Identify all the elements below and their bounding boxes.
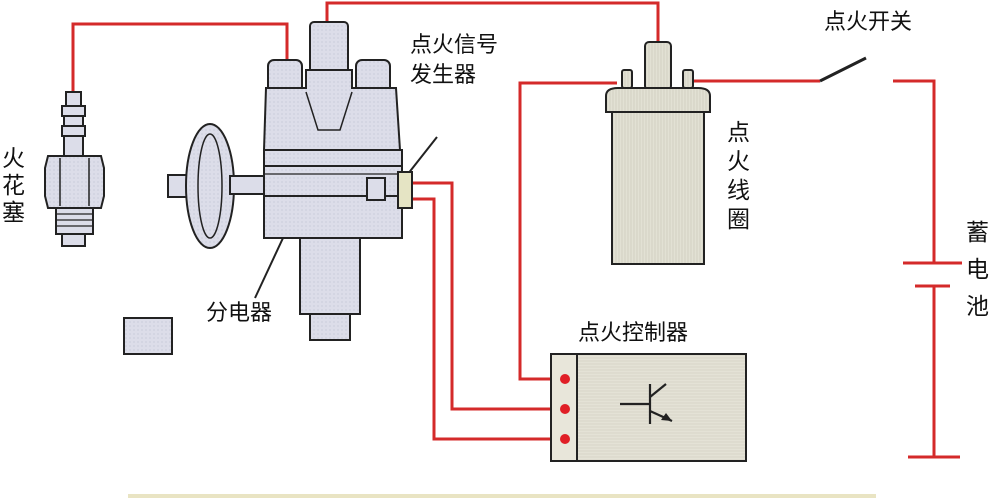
ignition-coil-label-char: 线 xyxy=(727,178,750,204)
battery-label-char: 电 xyxy=(966,257,989,283)
spark-plug-label-char: 火 xyxy=(2,146,25,172)
distributor-label: 分电器 xyxy=(206,301,272,326)
ignition-coil-label-char: 圈 xyxy=(727,207,750,233)
spark-plug xyxy=(44,91,105,247)
signal-generator-label-line: 点火信号 xyxy=(410,33,498,58)
ignition-coil xyxy=(605,41,711,265)
ignition-controller xyxy=(550,353,747,462)
detached-component-block xyxy=(123,317,173,355)
signal-wire-lower xyxy=(412,197,562,441)
distributor xyxy=(167,21,413,341)
signal-generator-label-line: 发生器 xyxy=(410,63,476,88)
controller-terminal-1 xyxy=(560,374,570,384)
controller-terminal-3 xyxy=(560,434,570,444)
controller-terminal-2 xyxy=(560,404,570,414)
transistor-symbol xyxy=(620,383,673,424)
signal-wire-upper xyxy=(412,181,562,411)
ignition-controller-label: 点火控制器 xyxy=(578,321,688,346)
spark-plug-label: 火 花 塞 xyxy=(2,146,25,226)
spark-plug-label-char: 塞 xyxy=(2,200,25,226)
signal-generator-label: 点火信号 发生器 xyxy=(410,33,498,88)
battery-label-char: 池 xyxy=(966,294,989,320)
ignition-coil-label-char: 火 xyxy=(727,149,750,175)
switch-to-battery-wire xyxy=(893,79,936,262)
coil-high-tension-wire xyxy=(325,1,660,45)
battery-label: 蓄 电 池 xyxy=(966,220,989,320)
ignition-switch-blade xyxy=(819,56,867,83)
spark-plug-lead-wire xyxy=(71,22,289,95)
battery-lower-wire xyxy=(908,286,960,459)
ignition-coil-label: 点 火 线 圈 xyxy=(727,120,750,233)
spark-plug-label-char: 花 xyxy=(2,173,25,199)
ignition-switch-label: 点火开关 xyxy=(824,10,912,35)
ignition-coil-label-char: 点 xyxy=(727,120,750,146)
coil-to-controller-wire xyxy=(518,81,617,381)
battery-label-char: 蓄 xyxy=(966,220,989,246)
